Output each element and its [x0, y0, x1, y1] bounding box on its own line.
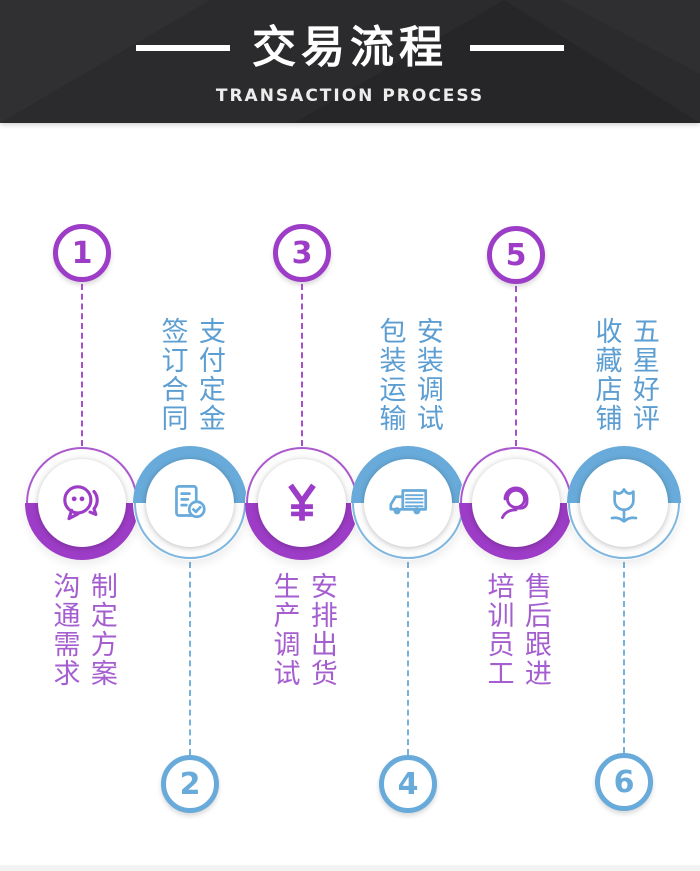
step-label-column: 包装运输 [374, 317, 406, 433]
step-number-badge: 1 [53, 224, 111, 282]
step-label: 生产调试 安排出货 [268, 572, 337, 688]
step-number-badge: 5 [487, 226, 545, 284]
connector-line [407, 562, 409, 755]
step-label-column: 安装调试 [411, 317, 443, 433]
connector-line [81, 284, 83, 446]
header-banner: 交易流程 TRANSACTION PROCESS [0, 0, 700, 123]
icon-holder [258, 459, 346, 547]
connector-line [623, 562, 625, 753]
icon-holder [580, 459, 668, 547]
icon-holder [38, 459, 126, 547]
step-label-column: 支付定金 [193, 317, 225, 433]
footer-strip [0, 865, 700, 871]
headset-support-icon [501, 486, 529, 520]
step-icon-circle [25, 446, 139, 560]
connector-line [301, 284, 303, 446]
step-label-column: 生产调试 [268, 572, 300, 688]
step-label-column: 培训员工 [482, 572, 514, 688]
step-label-column: 五星好评 [627, 317, 659, 433]
step-icon-circle [351, 446, 465, 560]
title-dash-right [470, 45, 564, 52]
page-title: 交易流程 [252, 22, 448, 73]
step-label: 收藏店铺 五星好评 [590, 317, 659, 433]
step-label: 培训员工 售后跟进 [482, 572, 551, 688]
chat-bubble-icon [63, 485, 99, 521]
step-label: 签订合同 支付定金 [156, 317, 225, 433]
step-icon-circle [245, 446, 359, 560]
page-subtitle: TRANSACTION PROCESS [215, 86, 485, 106]
step-label: 包装运输 安装调试 [374, 317, 443, 433]
step-label-column: 售后跟进 [519, 572, 551, 688]
step-label-column: 签订合同 [156, 317, 188, 433]
step-number-badge: 6 [595, 753, 653, 811]
step-label-column: 制定方案 [85, 572, 117, 688]
icon-holder [146, 459, 234, 547]
step-icon-circle [133, 446, 247, 560]
step-icon-circle [459, 446, 573, 560]
icon-holder [364, 459, 452, 547]
flower-icon [610, 488, 638, 523]
connector-line [189, 562, 191, 755]
contract-check-icon [175, 484, 206, 519]
step-label-column: 安排出货 [305, 572, 337, 688]
step-label-column: 沟通需求 [48, 572, 80, 688]
icon-holder [472, 459, 560, 547]
step-icon-circle [567, 446, 681, 560]
step-label-column: 收藏店铺 [590, 317, 622, 433]
truck-icon [389, 489, 428, 515]
title-dash-left [136, 45, 230, 52]
step-number-badge: 2 [161, 755, 219, 813]
connector-line [515, 286, 517, 446]
step-number-badge: 4 [379, 755, 437, 813]
step-number-badge: 3 [273, 224, 331, 282]
step-label: 沟通需求 制定方案 [48, 572, 117, 688]
yuan-currency-icon [288, 483, 316, 521]
header-title-row: 交易流程 [0, 22, 700, 73]
